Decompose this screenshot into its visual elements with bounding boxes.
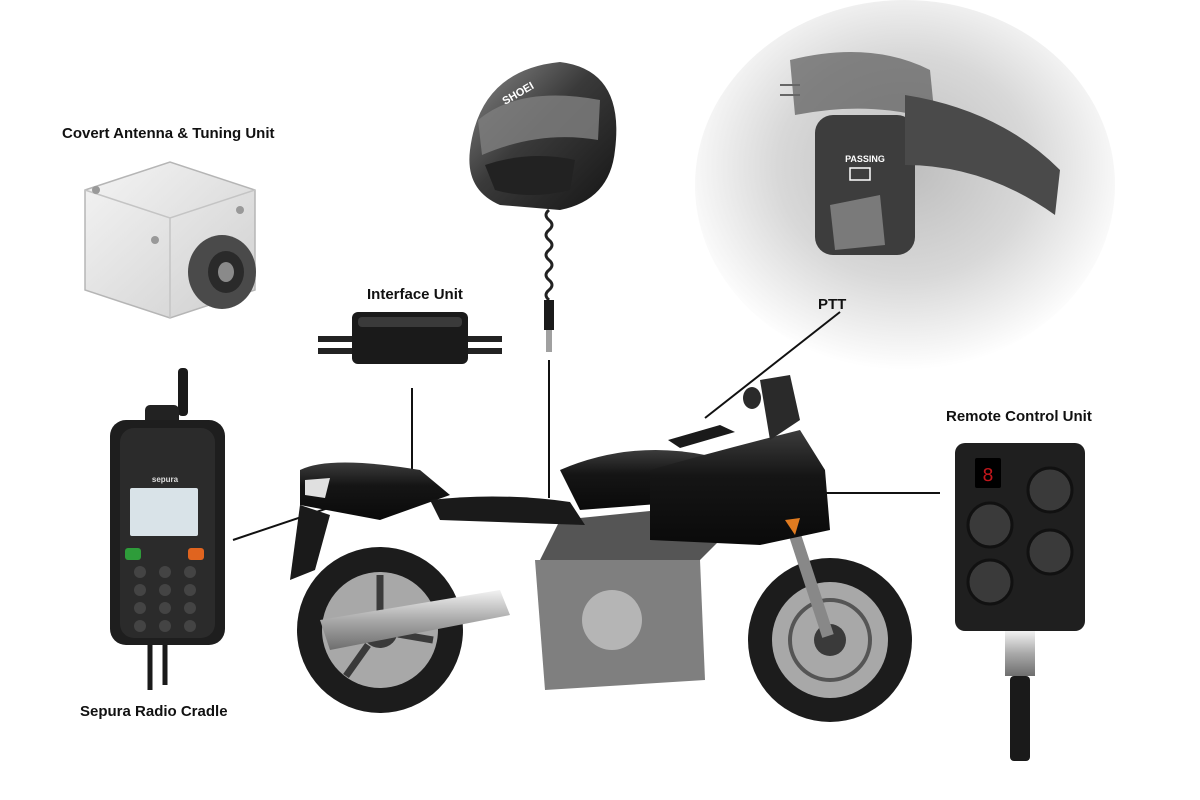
- motorcycle-icon: [290, 375, 912, 722]
- radio-antenna: [178, 368, 188, 416]
- interface-box-icon: [318, 312, 502, 364]
- helmet-visor: [478, 95, 600, 155]
- helmet-plug: [544, 300, 554, 330]
- front-indicator: [785, 518, 800, 535]
- remote-control-unit-label: Remote Control Unit: [946, 408, 1092, 425]
- ptt-trigger: [830, 195, 885, 250]
- interface-lead: [462, 348, 502, 354]
- antenna-screw: [151, 236, 159, 244]
- ptt-switch-image: PASSING: [695, 0, 1115, 370]
- switch-housing-top: [790, 52, 935, 120]
- front-fairing: [650, 430, 830, 545]
- handlebar-grip: [905, 95, 1060, 215]
- remote-display: [975, 458, 1001, 488]
- front-fork: [784, 518, 834, 638]
- exhaust: [320, 590, 510, 650]
- ptt-label: PTT: [818, 296, 847, 313]
- handlebar: [668, 425, 735, 448]
- antenna-box-icon: [84, 161, 256, 319]
- headlight-icon: [849, 167, 871, 181]
- radio-cable: [147, 645, 168, 690]
- radio-green-key: [125, 548, 141, 560]
- rear-hugger: [290, 505, 330, 580]
- passing-text: PASSING: [845, 154, 885, 164]
- front-brake-disc: [788, 598, 872, 682]
- antenna-screw: [92, 186, 100, 194]
- interface-lead: [318, 336, 358, 342]
- antenna-screw: [236, 206, 244, 214]
- helmet-coil-cable: [544, 208, 554, 302]
- rear-cowl: [300, 462, 450, 520]
- covert-antenna-label: Covert Antenna & Tuning Unit: [62, 125, 275, 142]
- remote-control-icon: 8: [955, 443, 1085, 761]
- remote-display-digit: 8: [982, 465, 993, 486]
- sepura-radio-cradle-label: Sepura Radio Cradle: [80, 703, 228, 720]
- remote-buttons: [966, 466, 1074, 606]
- windscreen: [760, 375, 800, 440]
- radio-lcd: [130, 488, 198, 536]
- radio-brand: sepura: [152, 475, 179, 484]
- radio-icon: sepura: [110, 368, 225, 690]
- helmet-plug-pin: [546, 330, 552, 352]
- leader-line-ptt: [704, 311, 841, 419]
- interface-unit-label: Interface Unit: [367, 286, 463, 303]
- remote-connector: [1005, 631, 1035, 676]
- interface-box-highlight: [358, 317, 462, 327]
- helmet-icon: SHOEI: [469, 62, 617, 352]
- radio-orange-key: [188, 548, 204, 560]
- mirror: [743, 387, 761, 409]
- radio-keypad: [134, 566, 196, 632]
- antenna-connector-pin: [218, 262, 234, 282]
- seat: [430, 496, 585, 525]
- remote-cable: [1010, 676, 1030, 761]
- tail-light: [305, 478, 330, 498]
- interface-lead: [462, 336, 502, 342]
- engine-cover: [582, 590, 642, 650]
- interface-lead: [318, 348, 358, 354]
- helmet-chin: [485, 156, 575, 195]
- indicator-marks: [780, 84, 800, 96]
